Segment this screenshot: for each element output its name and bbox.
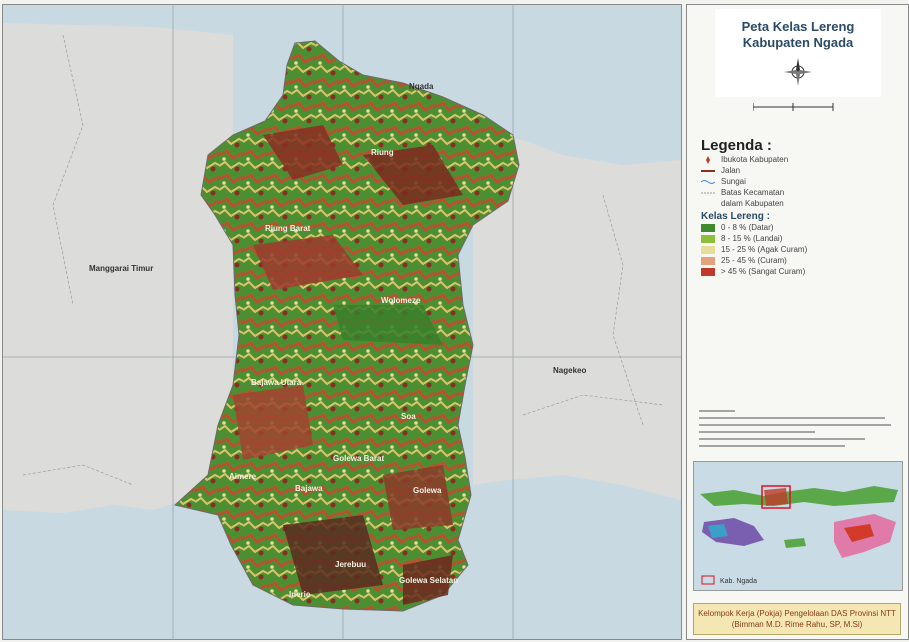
label-manggarai-timur: Manggarai Timur — [89, 264, 153, 273]
label-riung: Riung — [371, 148, 394, 157]
north-coast — [3, 5, 681, 45]
label-jerebuu: Jerebuu — [335, 560, 366, 569]
slope-legend-items: 0 - 8 % (Datar) 8 - 15 % (Landai) 15 - 25 … — [701, 222, 901, 277]
label-nagekeo: Nagekeo — [553, 366, 586, 375]
legend-item: Ibukota Kabupaten — [701, 154, 901, 165]
label-inerie: Inerie — [289, 590, 311, 599]
slope-swatch — [701, 267, 715, 276]
inset-legend-swatch — [701, 575, 715, 585]
slope-legend-label: 15 - 25 % (Agak Curam) — [721, 245, 808, 254]
legend-item-label: dalam Kabupaten — [721, 199, 784, 208]
river-icon — [701, 179, 715, 184]
slope-swatch — [701, 234, 715, 243]
slope-swatch — [701, 223, 715, 232]
credit-line-2: (Bimman M.D. Rime Rahu, SP, M.Si) — [731, 620, 863, 629]
source-text-lines — [699, 410, 891, 447]
slope-legend-item: 0 - 8 % (Datar) — [701, 222, 901, 233]
legend-item-label: Jalan — [721, 166, 741, 175]
inset-map-canvas: Kab. Ngada — [700, 485, 898, 585]
neighbour-boundaries — [22, 34, 664, 486]
map-canvas: Ngada Riung Riung Barat Manggarai Timur … — [3, 5, 681, 639]
map-title-box: Peta Kelas Lereng Kabupaten Ngada — [715, 9, 881, 97]
west-landmass — [3, 5, 233, 513]
credit-line-1: Kelompok Kerja (Pokja) Pengelolaan DAS P… — [698, 609, 896, 618]
boundary-icon — [701, 192, 715, 193]
slope-legend-item: > 45 % (Sangat Curam) — [701, 266, 901, 277]
scale-bar — [753, 103, 834, 111]
legend-title: Legenda : — [701, 137, 772, 154]
slope-legend-label: 0 - 8 % (Datar) — [721, 223, 774, 232]
legend-item-label: Sungai — [721, 177, 746, 186]
slope-swatch — [701, 256, 715, 265]
slope-legend-item: 15 - 25 % (Agak Curam) — [701, 244, 901, 255]
map-title-line-2: Kabupaten Ngada — [742, 35, 854, 50]
slope-legend-item: 25 - 45 % (Curam) — [701, 255, 901, 266]
slope-legend-label: 25 - 45 % (Curam) — [721, 256, 787, 265]
ngada-highlight — [761, 485, 791, 509]
label-golewa-selatan: Golewa Selatan — [399, 576, 458, 585]
legend-spacer — [701, 200, 715, 208]
legend-item-label: Batas Kecamatan — [721, 188, 785, 197]
slope-legend-label: > 45 % (Sangat Curam) — [721, 267, 806, 276]
label-soa: Soa — [401, 412, 416, 421]
legend-item: Jalan — [701, 165, 901, 176]
map-credits: Kelompok Kerja (Pokja) Pengelolaan DAS P… — [693, 603, 901, 635]
label-wolomeze: Wolomeze — [381, 296, 421, 305]
label-golewa: Golewa — [413, 486, 442, 495]
legend-item-label: Ibukota Kabupaten — [721, 155, 789, 164]
north-arrow-icon — [784, 58, 812, 86]
source-notes — [695, 403, 901, 455]
slope-legend-title: Kelas Lereng : — [701, 211, 770, 222]
label-ngada: Ngada — [409, 82, 434, 91]
label-riung-barat: Riung Barat — [265, 224, 311, 233]
map-title-line-1: Peta Kelas Lereng — [741, 19, 855, 34]
legend-item: dalam Kabupaten — [701, 198, 901, 209]
road-icon — [701, 169, 715, 172]
legend-item: Batas Kecamatan — [701, 187, 901, 198]
label-bajawa: Bajawa — [295, 484, 323, 493]
label-bajawa-utara: Bajawa Utara — [251, 378, 302, 387]
capital-icon — [706, 155, 710, 164]
inset-map: Kab. Ngada — [693, 461, 903, 591]
legend-item: Sungai — [701, 176, 901, 187]
map-sidebar: Peta Kelas Lereng Kabupaten Ngada Legend… — [686, 4, 909, 640]
slope-legend-item: 8 - 15 % (Landai) — [701, 233, 901, 244]
label-aimere: Aimere — [229, 472, 257, 481]
main-map[interactable]: Ngada Riung Riung Barat Manggarai Timur … — [2, 4, 682, 640]
slope-patches — [233, 125, 463, 605]
label-golewa-barat: Golewa Barat — [333, 454, 384, 463]
slope-legend-label: 8 - 15 % (Landai) — [721, 234, 783, 243]
slope-swatch — [701, 245, 715, 254]
east-landmass — [473, 135, 681, 500]
inset-legend-label: Kab. Ngada — [720, 578, 757, 585]
